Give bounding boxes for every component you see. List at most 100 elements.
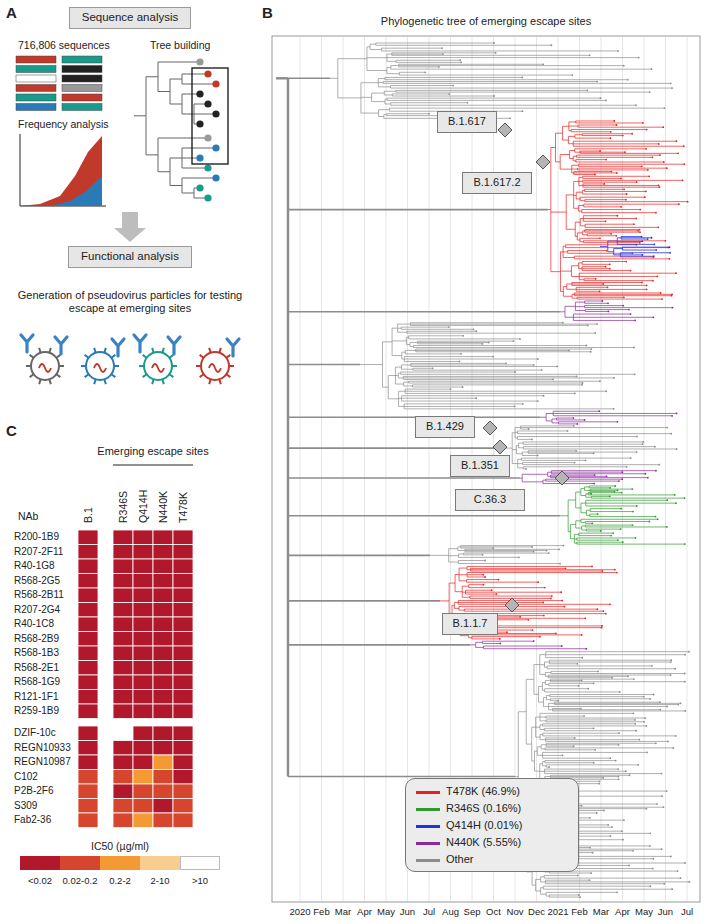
tree-tip	[677, 152, 679, 154]
virus-rna	[152, 364, 164, 372]
tree-tip	[594, 332, 596, 334]
tree-tip	[646, 289, 648, 291]
label: 716,806 sequences	[18, 39, 110, 52]
tree-tip	[659, 709, 661, 711]
tree-branch	[590, 489, 632, 490]
tree-branch	[543, 706, 548, 707]
tree-branch	[560, 311, 565, 312]
tree-tip	[564, 606, 566, 608]
tree-branch	[402, 395, 544, 396]
heatmap-cell	[133, 617, 153, 632]
tree-tip	[452, 85, 454, 87]
tree-branch	[569, 126, 578, 127]
heatmap-cell	[113, 784, 133, 799]
tree-tip	[609, 487, 611, 489]
tree-tip	[634, 723, 636, 725]
tree-tip	[442, 53, 444, 55]
tree-branch	[466, 590, 492, 591]
lineage-label-box: B.1.1.7	[442, 613, 499, 634]
tree-tip	[648, 175, 650, 177]
tree-branch	[571, 265, 578, 266]
tree-tip	[661, 298, 663, 300]
row-label: REGN10933	[14, 742, 71, 754]
tree-tip	[597, 608, 599, 610]
heatmap-cell	[78, 632, 98, 647]
heatmap-cell	[133, 646, 153, 661]
heatmap-cell	[78, 559, 98, 574]
tree-tip	[628, 865, 630, 867]
tree-tip	[609, 263, 611, 265]
frequency-area	[20, 136, 102, 206]
tree-tip	[605, 100, 607, 102]
tree-branch	[409, 383, 583, 384]
tree-tip	[632, 850, 634, 852]
axis-tick-label: Feb	[313, 906, 329, 917]
column-label: N440K	[157, 491, 170, 523]
tree-tip	[645, 725, 647, 727]
tree-tip	[597, 513, 599, 515]
tree-branch	[534, 771, 539, 772]
tree-branch	[516, 453, 522, 454]
tree-tip	[647, 238, 649, 240]
tree-branch	[545, 769, 619, 770]
tree-branch	[484, 648, 587, 649]
tree-branch	[548, 675, 670, 676]
tree-branch	[466, 592, 562, 593]
tree-branch	[405, 353, 461, 354]
tree-tip	[584, 617, 586, 619]
row-label: R568-2B9	[14, 633, 59, 645]
tree-branch	[540, 734, 543, 735]
heatmap-cell	[133, 799, 153, 814]
tree-branch	[568, 143, 573, 144]
heatmap-cell	[78, 799, 98, 814]
tree-tip	[499, 643, 501, 645]
tree-tip	[505, 362, 507, 364]
sequence-bar	[16, 56, 56, 63]
tree-branch	[608, 251, 614, 252]
tree-branch	[550, 694, 654, 695]
tree-branch	[526, 679, 534, 680]
tree-tip	[634, 719, 636, 721]
tree-branch	[469, 584, 484, 585]
tree-tip	[669, 252, 671, 254]
heatmap-cell	[113, 704, 133, 719]
tree-branch	[543, 755, 563, 756]
tree-branch	[547, 665, 652, 666]
tree-tip	[589, 847, 591, 849]
tree-branch	[543, 480, 546, 481]
tree-branch	[585, 521, 649, 522]
tree-tip	[642, 441, 644, 443]
tree-branch	[522, 452, 528, 453]
heatmap-cell	[173, 617, 193, 632]
tree-branch	[455, 574, 459, 575]
tree-branch	[402, 359, 405, 360]
tree-branch	[540, 654, 546, 655]
tree-tip	[656, 276, 658, 278]
tree-branch	[458, 563, 560, 564]
row-label: R568-2E1	[14, 662, 59, 674]
tree-branch	[549, 683, 594, 684]
label: Frequency analysis	[18, 118, 108, 131]
tree-branch	[574, 292, 660, 293]
colorbar-label: <0.02	[28, 875, 52, 886]
heatmap-cell	[133, 813, 153, 828]
tree-tip	[618, 776, 620, 778]
tree-tip	[671, 87, 673, 89]
tree-branch	[585, 303, 608, 304]
virus-particle	[86, 352, 114, 380]
heatmap-cell	[113, 726, 133, 741]
axis-tick-label: Oct	[486, 906, 501, 917]
tree-branch	[578, 168, 667, 169]
heatmap-cell	[133, 574, 153, 589]
tree-branch	[581, 519, 658, 520]
tree-branch	[387, 61, 396, 62]
tree-tip	[509, 117, 511, 119]
tree-branch	[545, 880, 589, 881]
tree-branch	[411, 363, 506, 364]
tree-branch	[546, 764, 638, 765]
tree-tip	[635, 537, 637, 539]
tree-branch	[546, 718, 645, 719]
tree-tip	[684, 497, 686, 499]
heatmap-cell	[173, 741, 193, 756]
tree-branch	[418, 343, 483, 344]
